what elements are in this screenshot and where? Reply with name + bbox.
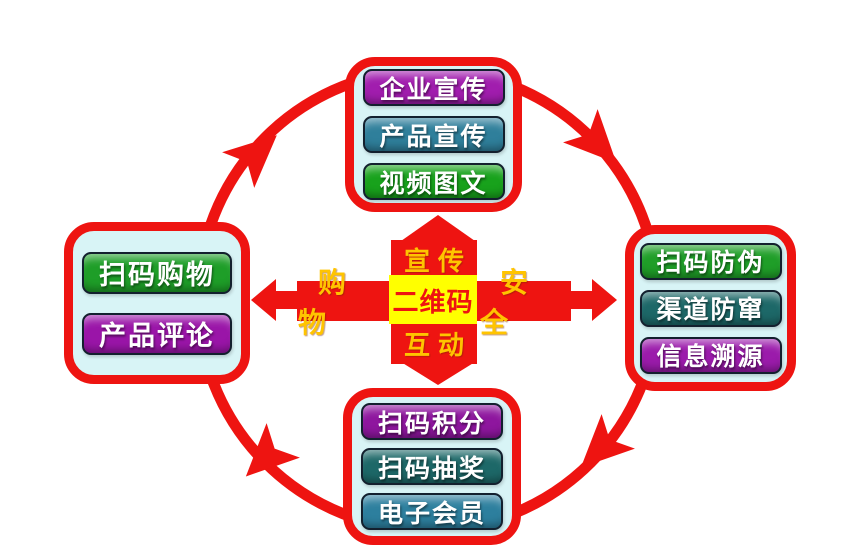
feature-pill: 信息溯源: [639, 336, 782, 374]
cross-right-stem: [567, 291, 597, 309]
cross-arrowhead-up-icon: [401, 215, 475, 241]
group-box-shopping: 扫码购物产品评论: [64, 222, 250, 384]
cycle-arrowhead-top-left-icon: [222, 135, 277, 188]
cycle-arrowhead-bottom-left-icon: [245, 423, 300, 477]
cross-left-stem: [271, 291, 301, 309]
cross-arrowhead-left-icon: [251, 279, 276, 321]
feature-pill: 扫码抽奖: [361, 448, 503, 485]
feature-pill: 视频图文: [362, 163, 505, 200]
feature-pill: 扫码防伪: [639, 242, 782, 280]
feature-pill: 渠道防窜: [639, 289, 782, 327]
feature-pill: 电子会员: [361, 493, 503, 530]
feature-pill: 产品评论: [82, 312, 232, 355]
feature-pill: 扫码购物: [82, 251, 232, 294]
feature-pill: 扫码积分: [361, 403, 503, 440]
feature-pill: 产品宣传: [362, 116, 505, 153]
cross-arrowhead-down-icon: [401, 362, 475, 385]
cycle-arrowhead-bottom-right-icon: [580, 414, 635, 468]
cross-arrowhead-right-icon: [592, 279, 617, 321]
group-box-security: 扫码防伪渠道防窜信息溯源: [625, 225, 796, 391]
feature-pill: 企业宣传: [362, 69, 505, 106]
center-qr-plate: [389, 275, 477, 324]
group-box-publicity: 企业宣传产品宣传视频图文: [345, 57, 522, 212]
group-box-interaction: 扫码积分扫码抽奖电子会员: [343, 388, 521, 545]
cycle-arrowhead-top-right-icon: [563, 109, 617, 164]
